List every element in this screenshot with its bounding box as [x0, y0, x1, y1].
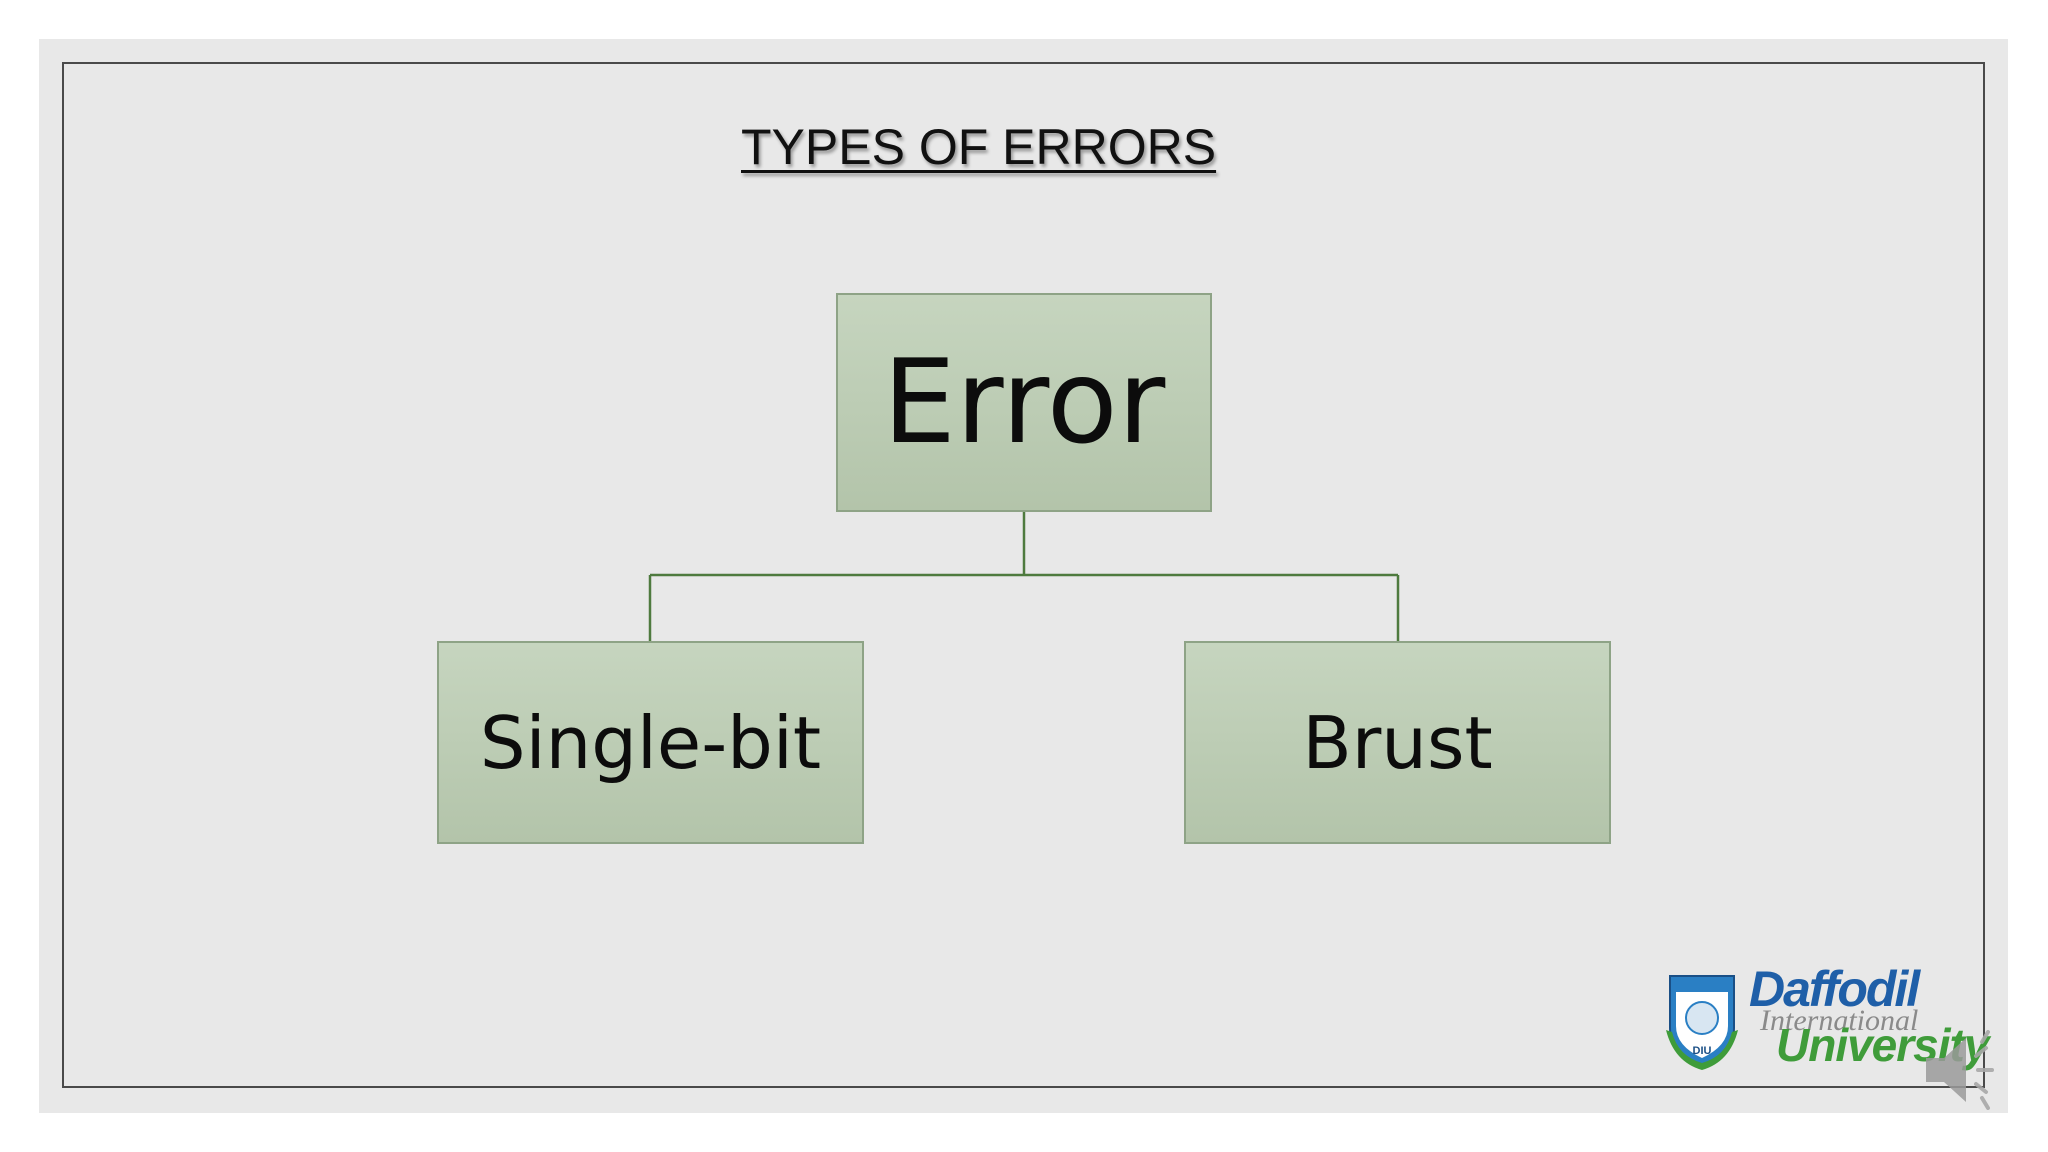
university-shield-icon: DIU — [1666, 975, 1738, 1070]
logo-text-daffodil: Daffodil — [1749, 961, 1920, 1017]
shield-text: DIU — [1693, 1045, 1712, 1057]
slide-frame — [62, 62, 1985, 1088]
node-error: Error — [836, 293, 1212, 512]
logo-text-international: International — [1760, 1004, 1919, 1037]
node-single-bit: Single-bit — [437, 641, 864, 844]
speaker-icon[interactable] — [1920, 1022, 2016, 1118]
node-brust: Brust — [1184, 641, 1611, 844]
slide-title: TYPES OF ERRORS — [741, 119, 1217, 175]
university-logo: DIU Daffodil International University — [1660, 960, 1989, 1080]
